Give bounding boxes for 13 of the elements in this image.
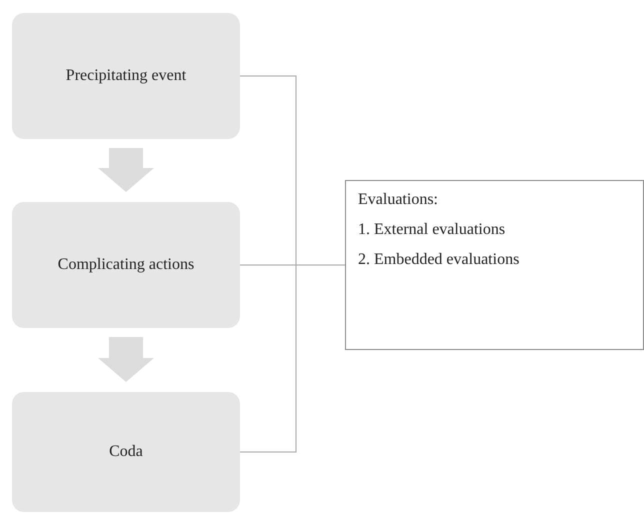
process-box bbox=[12, 13, 240, 139]
list-item: 1. External evaluations bbox=[358, 221, 506, 239]
step-label: Precipitating event bbox=[66, 67, 186, 85]
process-box bbox=[12, 202, 240, 328]
process-box bbox=[12, 392, 240, 512]
step-label: Complicating actions bbox=[58, 256, 194, 274]
block-arrow bbox=[98, 148, 154, 192]
note-heading: Evaluations: bbox=[358, 191, 439, 209]
bracket-line bbox=[240, 264, 346, 452]
list-item: 2. Embedded evaluations bbox=[358, 251, 520, 269]
step-label: Coda bbox=[109, 443, 143, 461]
block-arrow bbox=[98, 337, 154, 382]
note-box bbox=[345, 180, 644, 350]
